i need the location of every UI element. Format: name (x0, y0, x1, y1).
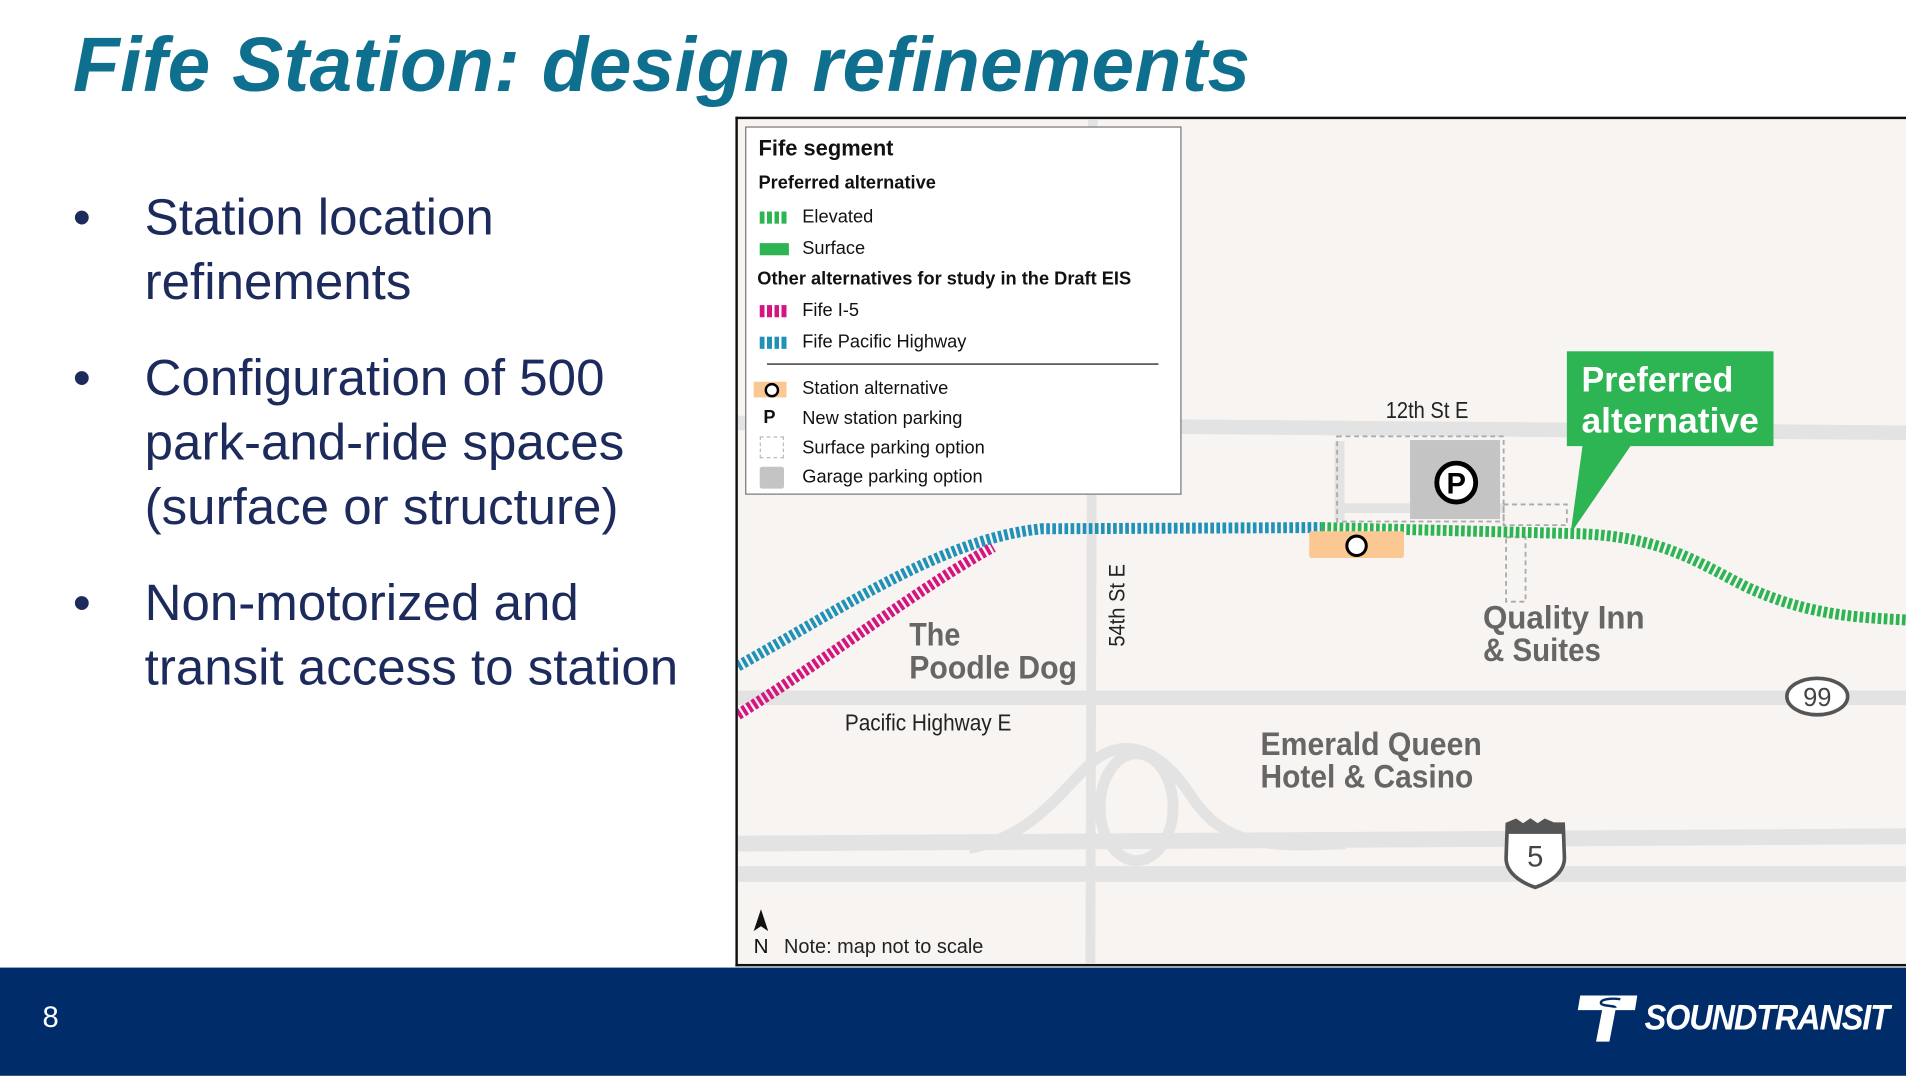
bullet-marker: • (72, 573, 91, 631)
fife-pacific-swatch-icon (759, 336, 789, 349)
callout-line-2: alternative (1581, 402, 1758, 441)
fife-i5-swatch-icon (759, 305, 789, 318)
legend-fife-i5: Fife I-5 (802, 300, 860, 321)
interchange-ramp (967, 743, 1346, 854)
legend-station-alt: Station alternative (802, 378, 949, 399)
legend-title: Fife segment (758, 136, 894, 161)
alignments (737, 522, 1906, 720)
label-poodle-dog: The (909, 615, 960, 652)
garage-swatch-icon (759, 466, 785, 489)
map-graphic: P Preferred alternative 12th St E 54th S… (737, 119, 1906, 964)
label-quality-inn: & Suites (1483, 631, 1601, 668)
i5-shield-top (1507, 820, 1564, 834)
sr99-shield-icon (1785, 676, 1850, 717)
bullet-list: • Station location refinements • Configura… (73, 185, 681, 731)
bullet-item: • Non-motorized and transit access to sta… (73, 570, 681, 699)
surface-parking-swatch-icon (759, 436, 785, 459)
label-pacific-highway: Pacific Highway E (845, 710, 1012, 736)
legend-fife-pacific: Fife Pacific Highway (802, 331, 967, 353)
bullet-text: Configuration of 500 park-and-ride space… (144, 348, 625, 535)
parking-symbol-icon: P (763, 407, 776, 428)
parking-label: P (1447, 469, 1466, 501)
legend-garage-parking: Garage parking option (802, 466, 983, 488)
legend-new-parking: New station parking (802, 408, 963, 430)
label-poodle-dog: Poodle Dog (909, 648, 1077, 685)
surface-parking-option (1336, 435, 1505, 523)
north-label: N (754, 935, 769, 958)
legend-preferred-heading: Preferred alternative (758, 172, 936, 194)
label-emerald-queen: Hotel & Casino (1261, 758, 1474, 795)
sound-transit-logo: SoundTransit (1577, 992, 1906, 1045)
station-swatch-icon (753, 381, 787, 398)
sr99-label: 99 (1803, 684, 1831, 712)
legend-surface-parking: Surface parking option (802, 437, 985, 459)
legend-surface: Surface (802, 238, 866, 259)
bullet-text: Non-motorized and transit access to stat… (144, 573, 679, 696)
map-scale-note: Note: map not to scale (784, 935, 983, 958)
legend-divider (767, 363, 1159, 365)
surface-parking-option (1505, 536, 1527, 603)
label-54th-st: 54th St E (1104, 564, 1129, 647)
fife-pacific-highway-alignment (737, 522, 1322, 671)
bullet-item: • Station location refinements (73, 185, 681, 314)
north-arrow-icon (753, 909, 769, 932)
surface-parking-option (1502, 503, 1568, 527)
elevated-swatch-icon (759, 211, 789, 224)
label-12th-st: 12th St E (1386, 397, 1469, 423)
sound-transit-mark-icon (1577, 995, 1638, 1042)
landmark-labels: The Poodle Dog Quality Inn & Suites Emer… (909, 598, 1644, 794)
legend-elevated: Elevated (802, 206, 874, 228)
preferred-callout (1566, 351, 1774, 447)
label-emerald-queen: Emerald Queen (1261, 725, 1482, 762)
callout-line-1: Preferred (1581, 360, 1733, 399)
bullet-item: • Configuration of 500 park-and-ride spac… (73, 345, 681, 538)
fife-i5-alignment (737, 542, 996, 720)
map-legend: Fife segment Preferred alternative Eleva… (745, 126, 1182, 495)
callout-pointer (1570, 444, 1632, 534)
label-quality-inn: Quality Inn (1483, 598, 1645, 635)
legend-other-heading: Other alternatives for study in the Draf… (757, 268, 1132, 290)
surface-swatch-icon (759, 243, 789, 256)
footer-bar: 8 SoundTransit (0, 967, 1906, 1076)
page-number: 8 (42, 1001, 59, 1035)
logo-text: SoundTransit (1644, 998, 1890, 1038)
preferred-elevated-alignment (1321, 522, 1906, 626)
bullet-text: Station location refinements (144, 188, 494, 310)
parking-icon (1434, 460, 1479, 505)
bullet-marker: • (72, 188, 91, 246)
station-icon (1345, 534, 1368, 558)
page-title: Fife Station: design refinements (72, 23, 1251, 109)
station-map: P Preferred alternative 12th St E 54th S… (735, 116, 1906, 967)
bullet-marker: • (72, 348, 91, 406)
i5-label: 5 (1527, 842, 1543, 874)
